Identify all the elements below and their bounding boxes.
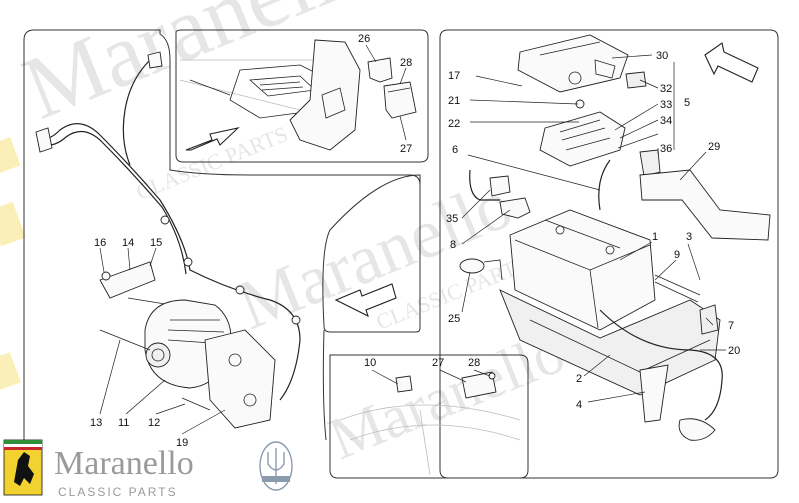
panel-frames <box>23 29 779 479</box>
screw-10 <box>395 375 413 393</box>
callout-15: 15 <box>150 237 162 249</box>
connector-36 <box>639 149 661 177</box>
sensor-32 <box>625 71 647 89</box>
callout-26: 26 <box>358 33 370 45</box>
watermark: Maranello Maranello Maranello CLASSIC PA… <box>0 0 573 472</box>
part-7 <box>699 304 719 335</box>
left-main-panel-right <box>322 329 327 441</box>
relay-27 <box>383 81 417 119</box>
alternator-cable <box>39 123 301 401</box>
cable-branch <box>122 59 151 166</box>
bolt-16 <box>101 271 111 281</box>
bottom-panel-illustration <box>339 371 521 476</box>
callout-29: 29 <box>708 141 720 153</box>
top-panel-illustration <box>179 39 417 151</box>
ferrari-shield-watermark <box>0 201 26 247</box>
callout-30: 30 <box>656 50 668 62</box>
top-center-panel <box>175 29 429 163</box>
callout-20: 20 <box>728 345 740 357</box>
callout-34: 34 <box>660 115 672 127</box>
callout-28: 28 <box>468 357 480 369</box>
housing-cover <box>289 39 361 151</box>
ferrari-shield-watermark <box>0 352 21 390</box>
callout-25: 25 <box>448 313 460 325</box>
callout-36: 36 <box>660 143 672 155</box>
callout-7: 7 <box>728 320 734 332</box>
left-main-panel-top <box>23 29 421 186</box>
control-unit-30 <box>517 34 629 93</box>
direction-arrow <box>704 42 759 83</box>
callout-13: 13 <box>90 417 102 429</box>
callout-32: 32 <box>660 83 672 95</box>
callout-16: 16 <box>94 237 106 249</box>
callout-4: 4 <box>576 399 582 411</box>
cable-6 <box>598 159 611 211</box>
callout-27: 27 <box>432 357 444 369</box>
direction-arrow <box>334 283 397 318</box>
terminal-ring <box>678 418 716 441</box>
clamp-8 <box>499 197 531 219</box>
cable-terminal <box>35 127 53 153</box>
callout-6: 6 <box>452 144 458 156</box>
leader-lines <box>99 44 726 435</box>
bolt-13 <box>99 329 151 351</box>
callout-27: 27 <box>400 143 412 155</box>
footer-brand-sub: CLASSIC PARTS <box>58 485 178 499</box>
clamp <box>489 175 511 197</box>
callout-8: 8 <box>450 239 456 251</box>
direction-arrow <box>185 127 240 151</box>
callout-28: 28 <box>400 57 412 69</box>
relay-27 <box>461 371 497 399</box>
callout-2: 2 <box>576 373 582 385</box>
callout-12: 12 <box>148 417 160 429</box>
bracket-14 <box>99 261 156 299</box>
callout-9: 9 <box>674 249 680 261</box>
grommet-25 <box>459 258 485 274</box>
footer-branding: Maranello CLASSIC PARTS <box>3 439 293 499</box>
battery-1 <box>509 209 656 331</box>
bracket-28 <box>488 372 496 380</box>
alternator-pulley <box>145 342 171 368</box>
left-main-panel-edge <box>322 174 421 333</box>
bracket-26 <box>367 57 393 83</box>
callout-21: 21 <box>448 95 460 107</box>
callout-35: 35 <box>446 213 458 225</box>
callout-11: 11 <box>118 417 129 429</box>
callout-33: 33 <box>660 99 672 111</box>
callout-1: 1 <box>652 231 658 243</box>
cable-terminal <box>147 51 163 69</box>
bottom-center-panel <box>329 354 529 479</box>
callout-19: 19 <box>176 437 188 449</box>
prancing-horse-icon <box>14 452 34 486</box>
right-panel-illustration <box>459 34 771 441</box>
left-panel-illustration <box>35 51 397 429</box>
bolt-12 <box>181 397 211 411</box>
right-panel <box>439 29 779 479</box>
fuse-terminal-block <box>539 111 626 167</box>
callout-14: 14 <box>122 237 134 249</box>
callout-5: 5 <box>684 97 690 109</box>
cable-20 <box>599 309 723 421</box>
callout-labels: 26 28 27 30 17 21 22 32 33 34 5 36 6 29 … <box>90 33 740 449</box>
trident-logo <box>259 441 293 491</box>
callout-22: 22 <box>448 118 460 130</box>
ferrari-shield-watermark <box>0 137 21 173</box>
callout-17: 17 <box>448 70 460 82</box>
alternator-cable-edge <box>45 131 187 275</box>
footer-brand: Maranello <box>54 445 194 482</box>
bracket-29 <box>639 169 771 241</box>
callout-3: 3 <box>686 231 692 243</box>
bracket-4 <box>639 364 669 423</box>
bracket-19 <box>204 329 276 429</box>
callout-10: 10 <box>364 357 376 369</box>
